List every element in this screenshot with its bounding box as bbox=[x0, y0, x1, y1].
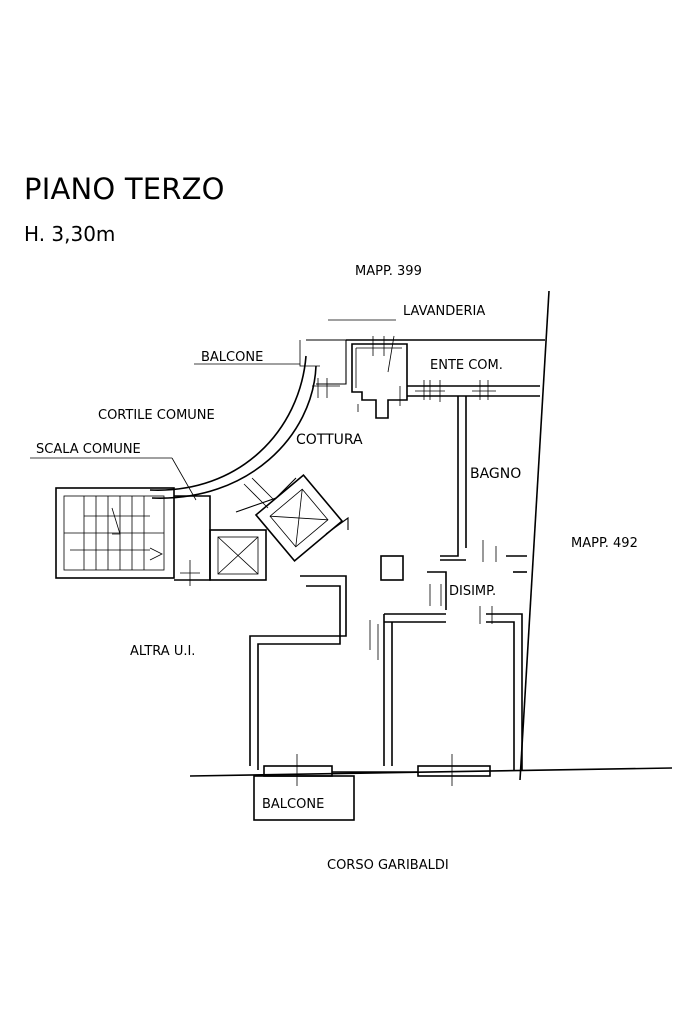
bathroom-walls bbox=[440, 396, 527, 562]
east-boundary-line bbox=[519, 290, 550, 781]
label-cortile-comune: CORTILE COMUNE bbox=[98, 408, 215, 423]
property-boundaries bbox=[189, 290, 673, 781]
label-corso-garibaldi: CORSO GARIBALDI bbox=[327, 858, 449, 873]
south-window-east bbox=[417, 765, 491, 777]
elevator-shafts bbox=[209, 473, 349, 581]
label-scala-comune: SCALA COMUNE bbox=[36, 442, 141, 457]
label-ente-com: ENTE COM. bbox=[430, 358, 503, 373]
label-disimp: DISIMP. bbox=[449, 584, 496, 599]
apartment-walls bbox=[249, 555, 523, 786]
street-line bbox=[189, 767, 673, 777]
label-balcone-bottom: BALCONE bbox=[262, 797, 324, 812]
laundry-room-walls bbox=[328, 319, 408, 419]
stair-block bbox=[55, 487, 175, 579]
label-bagno: BAGNO bbox=[470, 466, 521, 482]
ceiling-height: H. 3,30m bbox=[24, 222, 116, 246]
common-stairs bbox=[30, 457, 211, 586]
balcony-top-outline bbox=[194, 339, 347, 398]
floor-title: PIANO TERZO bbox=[24, 172, 225, 206]
label-mapp-399: MAPP. 399 bbox=[355, 264, 422, 279]
elevator-east bbox=[254, 473, 344, 563]
hallway-walls bbox=[427, 571, 527, 624]
label-cottura: COTTURA bbox=[296, 432, 363, 448]
label-altra-ui: ALTRA U.I. bbox=[130, 644, 195, 659]
label-balcone-top: BALCONE bbox=[201, 350, 263, 365]
label-mapp-492: MAPP. 492 bbox=[571, 536, 638, 551]
label-lavanderia: LAVANDERIA bbox=[403, 304, 485, 319]
pillar bbox=[380, 555, 404, 581]
balcony-bottom bbox=[253, 775, 355, 821]
ente-comune-walls bbox=[407, 380, 540, 402]
